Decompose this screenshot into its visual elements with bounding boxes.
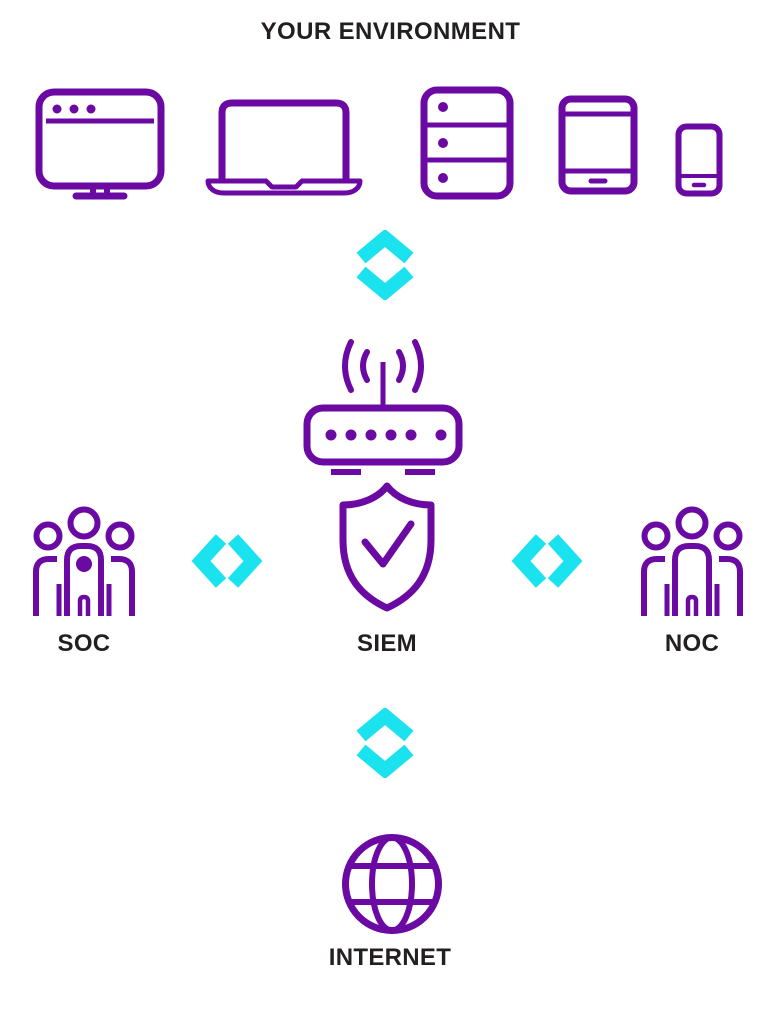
smartphone-icon (675, 123, 723, 197)
soc-label: SOC (57, 630, 111, 657)
vertical-chevrons-icon (353, 706, 417, 780)
horizontal-chevrons-icon (511, 532, 583, 590)
horizontal-chevrons-icon (191, 532, 263, 590)
siem-label: SIEM (357, 630, 417, 657)
environment-title: YOUR ENVIRONMENT (260, 18, 521, 45)
laptop-icon (202, 95, 366, 199)
people-group-badge-icon (28, 502, 140, 616)
desktop-monitor-icon (35, 88, 165, 202)
vertical-chevrons-icon (353, 228, 417, 302)
tablet-icon (558, 95, 638, 195)
wireless-router-icon (301, 332, 465, 476)
shield-check-icon (325, 478, 449, 616)
server-icon (420, 86, 514, 200)
globe-icon (340, 832, 444, 936)
internet-label: INTERNET (328, 944, 452, 971)
noc-label: NOC (664, 630, 720, 657)
people-group-icon (636, 502, 748, 616)
